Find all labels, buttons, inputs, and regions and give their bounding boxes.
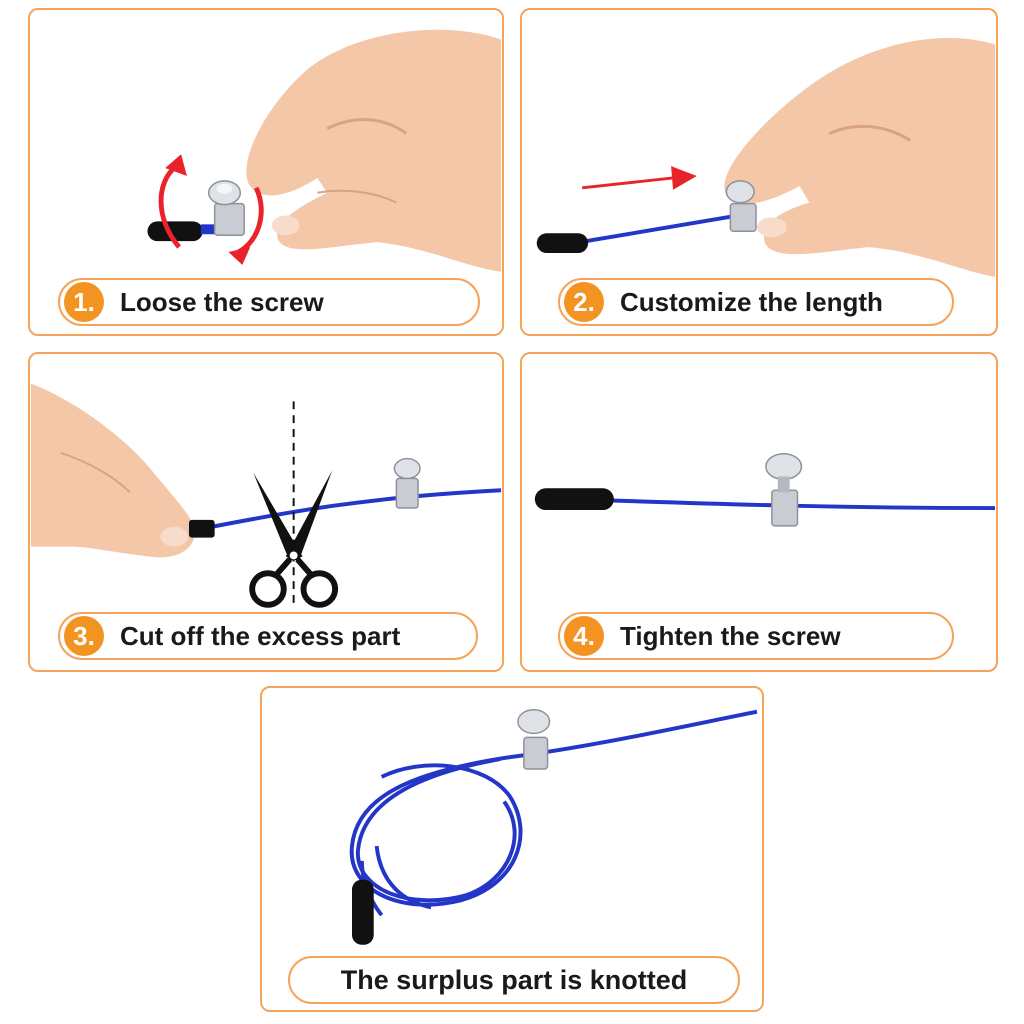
screw-icon bbox=[725, 180, 757, 233]
rotate-arrows-icon bbox=[158, 166, 264, 255]
handle-illustration bbox=[351, 879, 374, 945]
cable-illustration bbox=[536, 213, 739, 253]
final-step-panel: The surplus part is knotted bbox=[260, 686, 764, 1012]
hand-illustration bbox=[724, 38, 996, 277]
scissors-icon bbox=[249, 470, 339, 608]
handle-illustration bbox=[147, 221, 223, 242]
screw-icon bbox=[207, 180, 246, 236]
final-step-illustration bbox=[349, 708, 758, 945]
step-2-panel: 2. Customize the length bbox=[520, 8, 998, 336]
step-label: Loose the screw bbox=[120, 286, 324, 317]
step-3-panel: 3. Cut off the excess part bbox=[28, 352, 504, 672]
step-label: Cut off the excess part bbox=[120, 620, 401, 651]
step-number-badge: 2. bbox=[564, 282, 604, 322]
arrow-head-down bbox=[228, 247, 251, 265]
step-label: Customize the length bbox=[620, 286, 883, 317]
hand-illustration bbox=[30, 383, 195, 558]
cable-illustration bbox=[188, 488, 502, 538]
step-label: Tighten the screw bbox=[620, 620, 841, 651]
hand-illustration bbox=[246, 29, 502, 272]
screw-icon bbox=[517, 708, 551, 770]
right-arrow-icon bbox=[582, 166, 697, 190]
step-4-panel: 4. Tighten the screw bbox=[520, 352, 998, 672]
screw-icon bbox=[765, 452, 803, 527]
arrow-head-up bbox=[165, 154, 187, 176]
step-3-caption: 3. Cut off the excess part bbox=[58, 612, 478, 660]
step-number-badge: 3. bbox=[64, 616, 104, 656]
step-label: The surplus part is knotted bbox=[340, 964, 688, 995]
step-1-caption: 1. Loose the screw bbox=[58, 278, 480, 326]
final-step-caption: The surplus part is knotted bbox=[288, 956, 740, 1004]
step-number-badge: 4. bbox=[564, 616, 604, 656]
step-2-illustration bbox=[536, 38, 996, 277]
screw-icon bbox=[393, 457, 421, 509]
cable-illustration bbox=[534, 488, 996, 511]
step-4-illustration bbox=[534, 452, 996, 527]
step-3-illustration bbox=[30, 383, 502, 608]
step-1-illustration bbox=[147, 29, 502, 272]
step-4-caption: 4. Tighten the screw bbox=[558, 612, 954, 660]
step-number-badge: 1. bbox=[64, 282, 104, 322]
coiled-cable-illustration bbox=[349, 709, 758, 917]
step-2-caption: 2. Customize the length bbox=[558, 278, 954, 326]
step-1-panel: 1. Loose the screw bbox=[28, 8, 504, 336]
